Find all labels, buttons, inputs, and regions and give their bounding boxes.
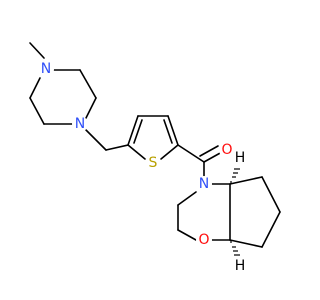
atom-o-carbonyl: O [221, 142, 232, 158]
bond-ch2-thiophene [105, 144, 129, 151]
bond-th-4 [160, 144, 179, 160]
bond-cp-2 [261, 176, 281, 213]
atom-h-top: H [235, 150, 246, 166]
atom-h-bottom: H [235, 258, 246, 274]
bond-n-ch2 [85, 129, 107, 151]
bond-co-1 [203, 151, 223, 163]
atom-n-amide: N [199, 176, 209, 192]
molecule-structure: N N S O N O H H [29, 42, 281, 274]
atom-labels: N N S O N O H H [38, 61, 245, 274]
bond-m-6 [177, 191, 197, 206]
bond-th-3-inner [163, 119, 173, 144]
atom-o-ether: O [198, 232, 209, 248]
bond-cp-3 [261, 211, 281, 248]
bond-th-carbonyl [177, 144, 205, 163]
bond-methyl [29, 42, 45, 59]
atom-n-benzyl: N [75, 116, 85, 132]
bonds [29, 42, 281, 248]
bond-th-1 [127, 115, 139, 146]
bond-cp-4 [229, 239, 263, 248]
bond-m-4 [177, 229, 197, 241]
bond-pip-3 [85, 97, 97, 119]
stereo-bonds [230, 168, 240, 256]
bond-th-1-inner [133, 119, 143, 144]
bond-pip-6 [29, 77, 41, 99]
bond-pip-2 [79, 69, 97, 99]
bond-co-2 [199, 145, 219, 157]
atom-s-thiophene: S [149, 155, 158, 171]
bond-pip-5 [29, 97, 45, 125]
bond-th-5 [127, 144, 146, 160]
bond-th-3 [167, 115, 179, 146]
bond-cp-1 [229, 176, 263, 185]
atom-n-methyl: N [41, 61, 51, 77]
